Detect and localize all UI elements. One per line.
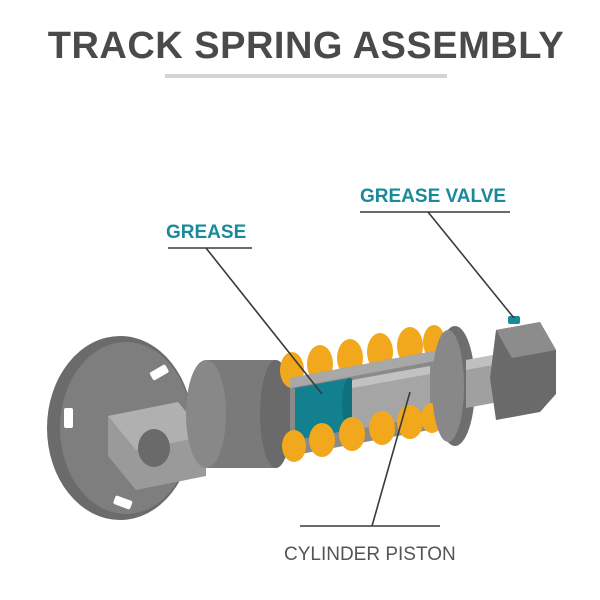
pivot-block — [108, 402, 206, 490]
label-grease: GREASE — [166, 222, 246, 243]
grease-valve-body — [490, 316, 556, 420]
leader-lines — [168, 211, 515, 527]
grease-valve-nipple — [508, 316, 520, 324]
label-cylinder-piston: CYLINDER PISTON — [284, 544, 456, 565]
label-grease-valve: GREASE VALVE — [360, 186, 506, 207]
flange-slot — [64, 408, 73, 428]
diagram-title: TRACK SPRING ASSEMBLY — [48, 25, 565, 67]
cylinder-housing — [186, 360, 292, 468]
flange-slot — [149, 364, 169, 381]
grease-valve-leader — [427, 211, 515, 319]
cylinder-piston-leader — [371, 391, 411, 527]
grease-leader — [205, 247, 323, 395]
spring-retainer-ring — [432, 326, 475, 446]
title-divider — [165, 74, 447, 78]
flange-slot — [113, 495, 133, 510]
